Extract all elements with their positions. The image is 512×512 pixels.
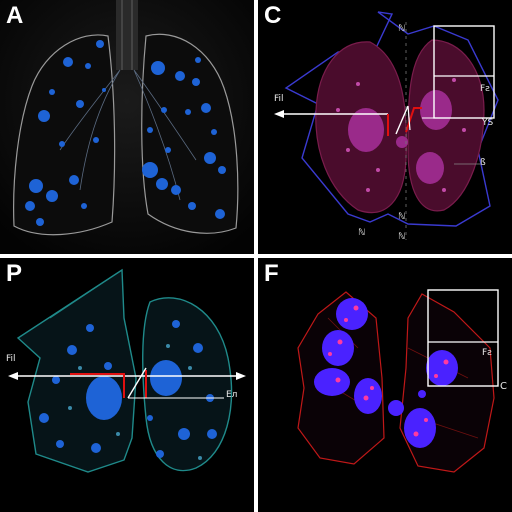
panel-f-label-fz: Fƨ <box>482 348 492 358</box>
panel-c-tissue-image <box>258 0 512 254</box>
panel-letter-a: A <box>6 2 24 29</box>
panel-f-tissue-image <box>258 258 512 512</box>
panel-c-label-top: ℕ <box>398 24 406 34</box>
panel-c-label-ys: YS <box>482 118 494 128</box>
panel-f-label-c: C <box>500 381 507 392</box>
panel-p-label-fil: Fil <box>6 354 16 364</box>
panel-c: C ℕ Fil Fƨ YS ß ℕ ℕ ℕ <box>258 0 512 254</box>
panel-letter-c: C <box>264 2 282 29</box>
panel-p: P Fil Eл <box>0 258 254 512</box>
panel-c-label-fz: Fƨ <box>480 84 490 94</box>
panel-letter-p: P <box>6 260 23 287</box>
panel-c-label-mid: ℕ <box>398 212 406 222</box>
panel-c-label-fil: Fil <box>274 94 284 104</box>
panel-c-label-bottom-right: ℕ <box>398 232 406 242</box>
panel-a: A <box>0 0 254 254</box>
panel-f: F Fƨ C <box>258 258 512 512</box>
panel-p-tissue-image <box>0 258 254 512</box>
panel-c-label-b: ß <box>480 158 486 168</box>
panel-a-lung-image <box>0 0 254 254</box>
panel-c-label-bottom-left: ℕ <box>358 228 366 238</box>
panel-p-label-en: Eл <box>226 390 238 400</box>
panel-letter-f: F <box>264 260 279 287</box>
